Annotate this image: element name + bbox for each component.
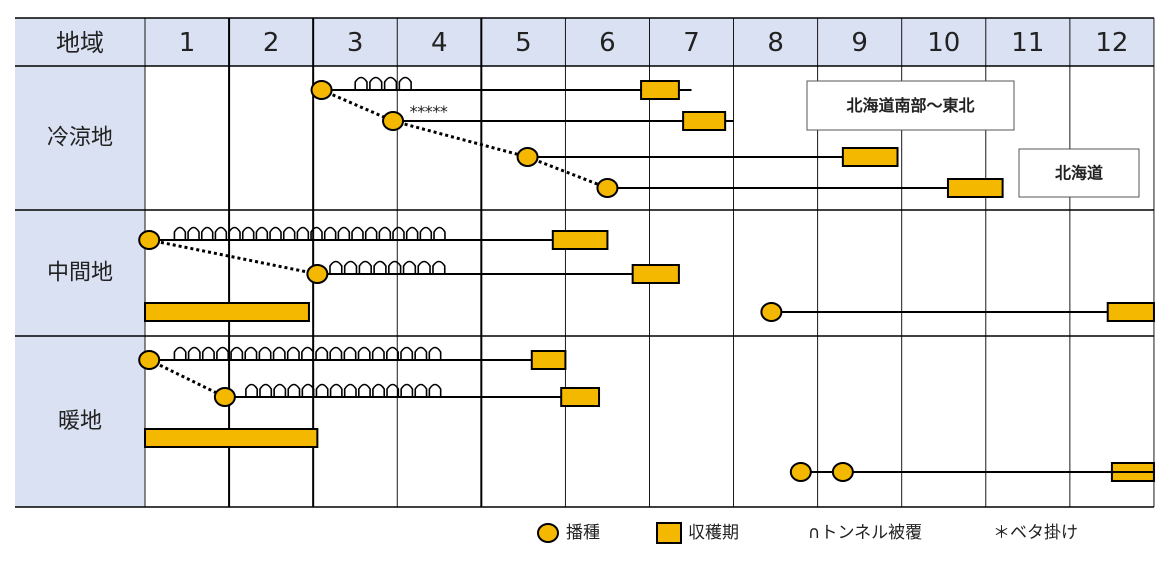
sowing-connector — [527, 155, 608, 190]
sowing-connector — [148, 238, 318, 276]
harvest-period-bar — [560, 387, 601, 407]
month-label-8: 8 — [767, 28, 784, 58]
harvest-period-bar — [144, 302, 310, 322]
tunnel-cover — [245, 383, 442, 397]
region-label: 冷涼地 — [47, 126, 113, 151]
month-label-9: 9 — [851, 28, 868, 58]
beta-cover-star: * — [425, 102, 433, 121]
harvest-period-bar — [682, 111, 727, 131]
region-note-box — [806, 80, 1015, 131]
month-label-1: 1 — [179, 28, 196, 58]
region-note-text: 北海道南部～東北 — [846, 96, 974, 115]
legend-sowing-label: 播種 — [566, 523, 600, 543]
beta-cover-star: * — [440, 102, 448, 121]
harvest-period-bar — [631, 264, 680, 284]
harvest-period-bar — [530, 350, 567, 370]
month-label-6: 6 — [599, 28, 616, 58]
tunnel-cover — [173, 226, 446, 240]
legend-star-label: ＊ベタ掛け — [993, 523, 1078, 543]
harvest-period-bar — [551, 230, 609, 250]
legend-harvest-label: 収穫期 — [688, 523, 739, 543]
harvest-period-bar — [640, 80, 680, 100]
sowing-marker — [138, 350, 161, 370]
month-label-10: 10 — [927, 28, 960, 58]
tunnel-cover — [354, 76, 412, 90]
sowing-marker — [310, 80, 333, 100]
sowing-marker — [213, 387, 236, 407]
beta-cover-star: * — [432, 102, 440, 121]
beta-cover-star: * — [410, 102, 418, 121]
month-label-5: 5 — [515, 28, 532, 58]
sowing-connector — [392, 119, 528, 159]
beta-cover-star: * — [417, 102, 425, 121]
header-region-label: 地域 — [56, 29, 104, 57]
harvest-period-bar — [1106, 302, 1155, 322]
sowing-marker — [138, 230, 161, 250]
harvest-period-bar — [144, 428, 319, 448]
tunnel-cover — [173, 346, 442, 360]
legend-sowing-icon — [537, 523, 559, 543]
legend-tunnel-label: ∩トンネル被覆 — [808, 523, 922, 543]
month-label-3: 3 — [347, 28, 364, 58]
region-cell — [15, 66, 145, 210]
sowing-marker — [596, 178, 619, 198]
sowing-marker — [831, 462, 854, 482]
sowing-marker — [306, 264, 329, 284]
sowing-connector — [320, 88, 394, 123]
region-label: 暖地 — [58, 409, 102, 434]
sowing-marker — [789, 462, 812, 482]
region-cell — [15, 210, 145, 336]
sowing-connector — [148, 358, 226, 399]
harvest-period-bar — [946, 178, 1004, 198]
region-cell — [15, 336, 145, 507]
header-band — [15, 18, 1154, 66]
region-note-box — [1018, 148, 1140, 198]
sowing-marker — [760, 302, 783, 322]
month-label-11: 11 — [1011, 28, 1044, 58]
month-label-4: 4 — [431, 28, 448, 58]
month-label-12: 12 — [1095, 28, 1128, 58]
sowing-marker — [516, 147, 539, 167]
month-label-7: 7 — [683, 28, 700, 58]
harvest-period-bar — [841, 147, 899, 167]
legend-harvest-icon — [656, 522, 682, 544]
tunnel-cover — [329, 260, 446, 274]
sowing-marker — [382, 111, 405, 131]
region-label: 中間地 — [47, 261, 113, 286]
month-label-2: 2 — [263, 28, 280, 58]
region-note-text: 北海道 — [1055, 164, 1103, 183]
